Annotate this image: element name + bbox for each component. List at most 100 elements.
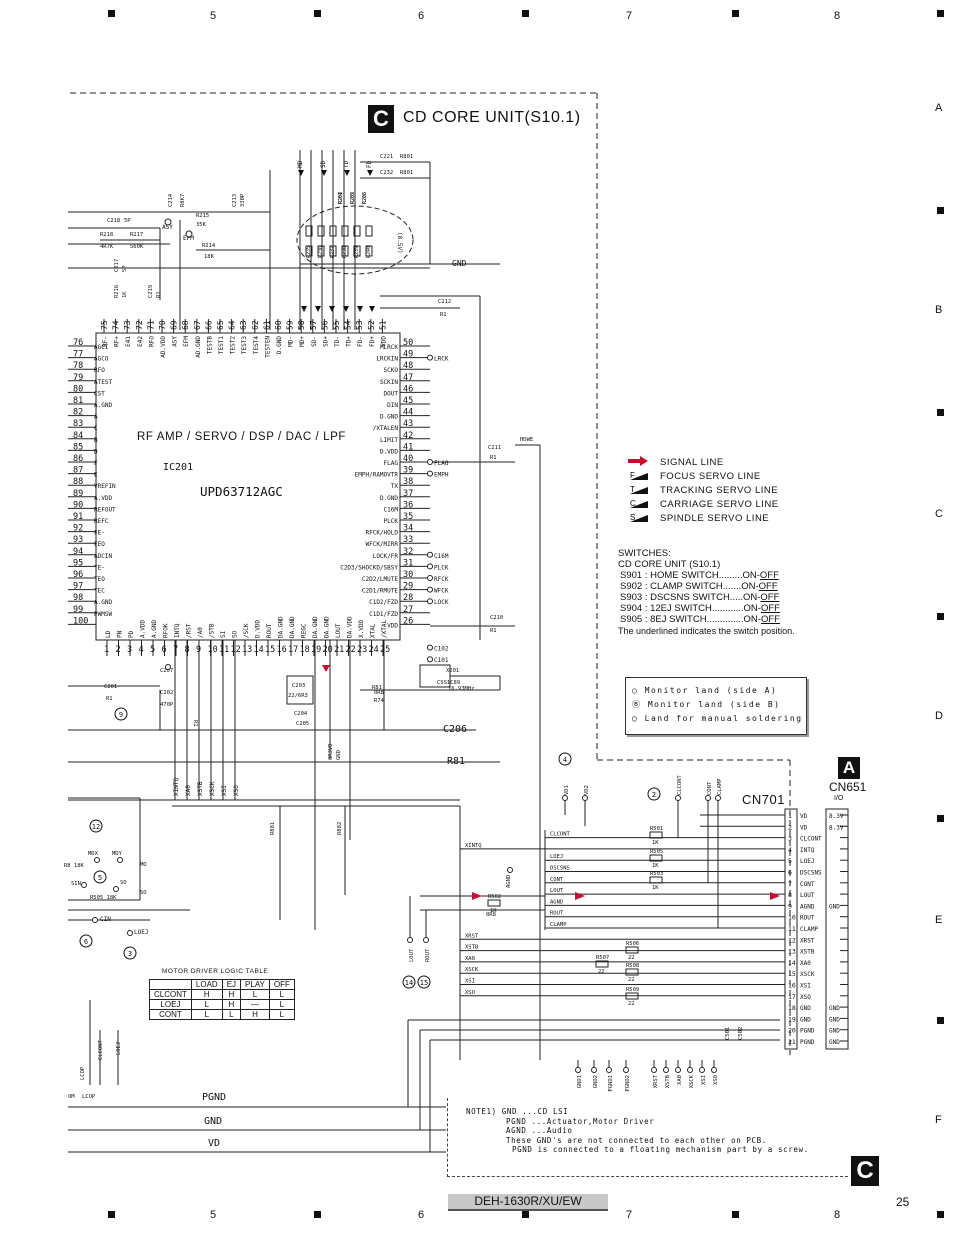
schematic-label: C203 [292,683,305,689]
net-label: XRST [653,1074,659,1088]
ic-pin-number: 70 [158,320,167,330]
callout-circle [114,707,128,721]
switch-row: S903 : DSCSNS SWITCH.....ON-OFF [620,592,779,603]
rail-label: GND [204,1116,222,1127]
net-label: LRCK [434,356,449,363]
terminal [165,664,171,670]
resistor-ref: R503 [650,871,663,877]
net-terminal [427,354,433,361]
grid-col-number: 7 [626,10,633,22]
ic-pin-number: 38 [403,477,413,487]
schematic-label: 35K [196,222,207,228]
ic-pin-number: 90 [73,500,83,510]
ic-pin-name: PN [117,630,124,638]
schematic-label: 4R7K [100,244,114,250]
arrow-head [301,306,307,312]
connector-sub: I/O [834,795,844,802]
ic-pin-name: LD [105,630,112,638]
ic-pin-number: 22 [346,645,356,655]
ic-pin-name: AGCO [94,356,109,363]
jumper-label: R236 [318,246,324,258]
ic-pin-name: TEO [94,576,105,583]
resistor-value: 22 [628,977,635,983]
switch-row: S901 : HOME SWITCH.........ON-OFF [620,570,779,581]
logic-table-cell: L [240,989,270,1000]
ic-pin-number: 60 [274,320,283,330]
terminal [705,795,711,801]
schematic-label: LOEJ [116,1042,122,1055]
ic-pin-name: SCKO [384,367,399,374]
schematic-label: CSS1C89 [437,680,460,686]
net-label: XSCK [209,781,216,796]
schematic-label: 5P [122,265,128,272]
ic-pin-number: 11 [219,645,229,655]
ic-pin-number: 19 [311,645,321,655]
ic-pin-name: C2D3/SHOCKD/SBSY [340,564,398,571]
net-label: LOUT [409,948,415,962]
terminal [711,1067,717,1073]
legend-label: FOCUS SERVO LINE [660,471,761,482]
net-label: LOEJ [550,854,563,860]
ic-pin-number: 75 [100,320,109,330]
rail-label: PGND [202,1092,226,1103]
svg-text:S: S [630,513,636,522]
ic-pin-name: REFOUT [94,506,116,513]
terminal [423,937,429,943]
svg-text:C: C [630,499,636,508]
ic-pin-number: 7 [173,645,178,655]
ic-pin-name: AD.GND [195,336,202,358]
ic-pin-number: 83 [73,419,83,429]
jumper [329,225,337,237]
resistor-value: 1K [490,908,497,914]
ic-pin-number: 21 [334,645,344,655]
schematic-label: R505 18K [90,895,117,901]
grid-row-letter: A [935,102,943,114]
schematic-label: MDX [88,851,99,857]
jumper [353,245,361,257]
connector-pin-name: XSI [800,983,811,990]
net-label: XRST [465,933,479,939]
resistor-value: 1K [652,840,659,846]
net-label: MD [297,160,304,168]
schematic-label: R215 [196,213,209,219]
ic-pin-number: 87 [73,466,83,476]
connector-pin-name: XRST [800,937,815,944]
ic-pin-name: REFC [94,518,109,525]
legend-label: TRACKING SERVO LINE [660,485,779,496]
schematic-label: C201 [104,684,117,690]
ic-pin-name: TE- [94,564,105,571]
connector-pin-number: 6 [788,869,792,877]
resistor [649,831,663,839]
net-terminal [427,598,433,605]
ic-pin-number: 42 [403,431,413,441]
net-label: XSTB [465,945,479,951]
switch-name: S901 : HOME SWITCH.........ON- [620,570,760,581]
resistor-value: 22 [598,969,605,975]
ic-pin-name: DIN [387,402,398,409]
resistor-value: 0R8 [486,912,496,918]
ic-pin-name: A.VDD [94,495,112,502]
schematic-label: R1 [490,455,497,461]
signal-arrow [575,892,585,900]
net-label: CLAMP [550,922,567,928]
switch-row: S904 : 12EJ SWITCH............ON-OFF [620,603,780,614]
connector-side-badge: A [838,757,860,779]
ic-pin-number: 68 [181,320,190,330]
ic-pin-number: 39 [403,466,413,476]
connector-pin-name: INTQ [800,847,815,854]
ic-pin-name: CST [94,390,105,397]
ic-pin-name: DA.VDD [347,616,354,638]
schematic-label: LOEJ [134,929,148,936]
callout-circle [89,819,103,833]
connector-far-name: GND [829,1005,840,1012]
ic-pin-name: /STB [209,623,216,638]
callout-number: 12 [92,823,100,831]
ic-pin-number: 97 [73,582,83,592]
callout-circle [402,975,416,989]
jumper [317,225,325,237]
ic-pin-name: RFOK [163,623,170,638]
ic-pin-name: /SCK [243,623,250,638]
jumper [365,225,373,237]
terminal [562,795,568,801]
jumper [365,245,373,257]
